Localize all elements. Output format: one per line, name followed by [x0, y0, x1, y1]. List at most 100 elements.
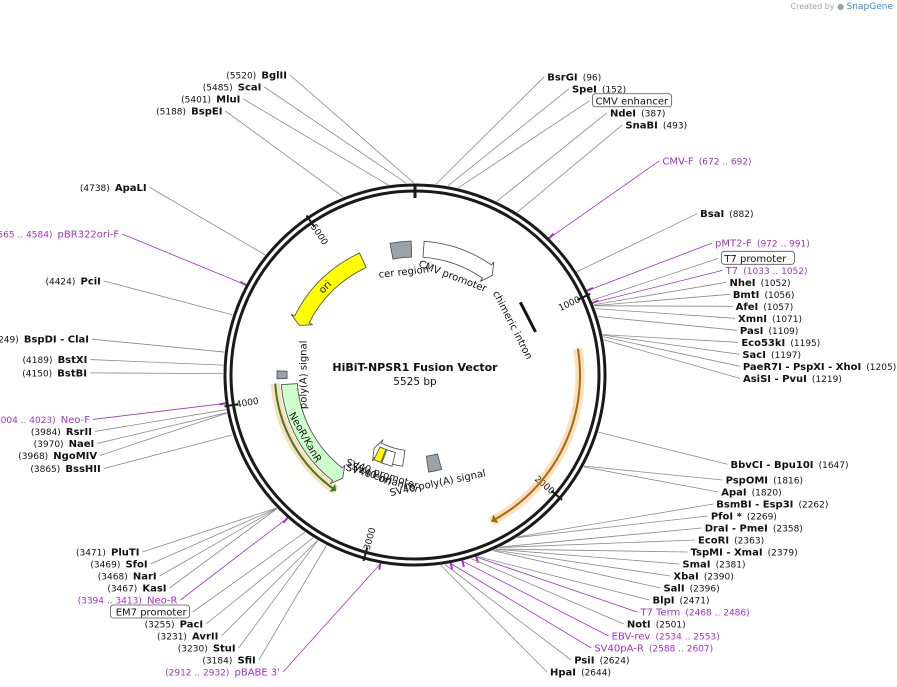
- enzyme-pcii[interactable]: (4424) PciI: [45, 269, 100, 288]
- enzyme-xmni[interactable]: XmnI (1071): [738, 307, 802, 326]
- enzyme-tspmi-xmai[interactable]: TspMI - XmaI (2379): [691, 541, 798, 560]
- feature-shape: [389, 240, 413, 260]
- boxed-em7-promoter[interactable]: EM7 promoter: [110, 604, 191, 619]
- primer-pbabe-3[interactable]: (2912 .. 2932) pBABE 3': [165, 661, 280, 680]
- enzyme-label: AsiSI - PvuI (1219): [743, 367, 842, 386]
- enzyme-paci[interactable]: (3255) PacI: [145, 613, 204, 632]
- enzyme-psii[interactable]: PsiI (2624): [574, 649, 629, 668]
- enzyme-ngomiv[interactable]: (3968) NgoMIV: [18, 444, 97, 463]
- enzyme-eco53ki[interactable]: Eco53kI (1195): [741, 331, 820, 350]
- enzyme-bbvci-bpu10i[interactable]: BbvCI - Bpu10I (1647): [730, 453, 848, 472]
- enzyme-pasi[interactable]: PasI (1109): [740, 319, 799, 338]
- feature-ori[interactable]: [290, 252, 367, 326]
- enzyme-noti[interactable]: NotI (2501): [627, 613, 686, 632]
- enzyme-blpi[interactable]: BlpI (2471): [653, 589, 710, 608]
- enzyme-xbai[interactable]: XbaI (2390): [673, 565, 733, 584]
- enzyme-bspdi-clai[interactable]: (4249) BspDI - ClaI: [0, 328, 89, 347]
- tick-mark: [224, 403, 239, 408]
- enzyme-nhei[interactable]: NheI (1052): [730, 271, 791, 290]
- enzyme-bstxi[interactable]: (4189) BstXI: [23, 348, 88, 367]
- primer-t7-term[interactable]: T7 Term (2468 .. 2486): [639, 601, 749, 620]
- feature-sv40-enhancer[interactable]: [381, 449, 396, 467]
- primer-neo-r[interactable]: (3394 .. 3413) Neo-R: [78, 589, 178, 608]
- primer-label: (4004 .. 4023) Neo-F: [0, 408, 90, 427]
- primer-label: SV40pA-R (2588 .. 2607): [594, 637, 713, 656]
- primer-pmt2-f[interactable]: pMT2-F (972 .. 991): [715, 232, 810, 251]
- boxed-t7-promoter[interactable]: T7 promoter: [720, 250, 795, 265]
- feature-cmv-promoter[interactable]: [422, 240, 495, 282]
- enzyme-bsshii[interactable]: (3865) BssHII: [30, 457, 100, 476]
- enzyme-leader: [516, 124, 623, 213]
- feature-sv40-ori[interactable]: [373, 446, 387, 464]
- primer-ebv-rev[interactable]: EBV-rev (2534 .. 2553): [612, 625, 720, 644]
- enzyme-afei[interactable]: AfeI (1057): [736, 295, 794, 314]
- primer-pbr322ori-f[interactable]: (4565 .. 4584) pBR322ori-F: [0, 222, 119, 241]
- primer-name: Neo-F: [61, 415, 91, 426]
- enzyme-pluti[interactable]: (3471) PluTI: [76, 541, 139, 560]
- feature-chimeric-intron[interactable]: [519, 301, 537, 333]
- feature-neor-kanr[interactable]: [280, 383, 346, 485]
- enzyme-bsrgi[interactable]: BsrGI (96): [547, 65, 601, 84]
- enzyme-name: NheI: [730, 278, 756, 289]
- enzyme-bstbi[interactable]: (4150) BstBI: [22, 361, 87, 380]
- primer-sv40pa-r[interactable]: SV40pA-R (2588 .. 2607): [594, 637, 713, 656]
- primer-cmv-f[interactable]: CMV-F (672 .. 692): [662, 149, 751, 168]
- enzyme-label: SacI (1197): [742, 343, 801, 362]
- boxed-cmv-enhancer[interactable]: CMV enhancer: [592, 93, 673, 108]
- enzyme-drai-pmei[interactable]: DraI - PmeI (2358): [705, 517, 803, 536]
- enzyme-saci[interactable]: SacI (1197): [742, 343, 801, 362]
- enzyme-sfoi[interactable]: (3469) SfoI: [90, 553, 147, 572]
- tick-label: 5000: [308, 223, 329, 248]
- enzyme-apai[interactable]: ApaI (1820): [721, 481, 781, 500]
- feature-label: poly(A) signal: [298, 341, 309, 410]
- enzyme-bglii[interactable]: (5520) BglII: [226, 64, 287, 83]
- enzyme-leader: [493, 549, 671, 577]
- enzyme-snabi[interactable]: SnaBI (493): [625, 113, 687, 132]
- enzyme-bsmbi-esp3i[interactable]: BsmBI - Esp3I (2262): [716, 493, 828, 512]
- enzyme-stui[interactable]: (3230) StuI: [178, 637, 236, 656]
- enzyme-sfii[interactable]: (3184) SfiI: [202, 649, 255, 668]
- enzyme-position: (2501): [656, 621, 686, 631]
- enzyme-paer7i-pspxi-xhoi[interactable]: PaeR7I - PspXI - XhoI (1205): [743, 355, 896, 374]
- primer-mark: [282, 516, 289, 524]
- enzyme-nari[interactable]: (3468) NarI: [98, 565, 157, 584]
- primer-t7[interactable]: T7 (1033 .. 1052): [725, 259, 808, 278]
- enzyme-leader: [225, 110, 344, 198]
- enzyme-scai[interactable]: (5485) ScaI: [203, 76, 262, 95]
- enzyme-bmti[interactable]: BmtI (1056): [733, 283, 795, 302]
- enzyme-naei[interactable]: (3970) NaeI: [34, 432, 95, 451]
- enzyme-hpai[interactable]: HpaI (2644): [550, 661, 611, 680]
- enzyme-apali[interactable]: (4738) ApaLI: [80, 176, 147, 195]
- feature-cer-region[interactable]: [389, 240, 413, 260]
- enzyme-position: (3471): [76, 549, 106, 559]
- enzyme-leader: [517, 515, 708, 538]
- primer-leader: [282, 563, 381, 673]
- feature-label: EM7 promoter: [116, 608, 188, 619]
- enzyme-ecori[interactable]: EcoRI (2363): [698, 529, 764, 548]
- enzyme-position: (1820): [752, 489, 782, 499]
- enzyme-smai[interactable]: SmaI (2381): [682, 553, 745, 572]
- feature-poly-a-signal[interactable]: [276, 370, 288, 380]
- feature-shape: [381, 449, 396, 467]
- enzyme-bspei[interactable]: (5188) BspEI: [156, 100, 222, 119]
- enzyme-asisi-pvui[interactable]: AsiSI - PvuI (1219): [743, 367, 842, 386]
- enzyme-sali[interactable]: SalI (2396): [663, 577, 719, 596]
- enzyme-pfoi[interactable]: PfoI * (2269): [711, 505, 777, 524]
- enzyme-spei[interactable]: SpeI (152): [572, 77, 626, 96]
- primer-leader: [462, 560, 609, 637]
- enzyme-rsrii[interactable]: (3984) RsrII: [31, 420, 92, 439]
- feature-neor-orf[interactable]: [270, 383, 339, 495]
- enzyme-pspomi[interactable]: PspOMI (1816): [726, 469, 803, 488]
- tick-mark: [577, 293, 591, 301]
- primer-neo-f[interactable]: (4004 .. 4023) Neo-F: [0, 408, 90, 427]
- feature-hibit-npsr1-orf[interactable]: [489, 347, 585, 526]
- enzyme-kasi[interactable]: (3467) KasI: [107, 577, 166, 596]
- enzyme-label: (5188) BspEI: [156, 100, 222, 119]
- enzyme-bsai[interactable]: BsaI (882): [700, 202, 753, 221]
- feature-sv40-poly-a-signal[interactable]: [425, 453, 443, 473]
- enzyme-name: BsrGI: [547, 72, 577, 83]
- enzyme-avrii[interactable]: (3231) AvrII: [157, 625, 218, 644]
- enzyme-position: (3865): [30, 465, 60, 475]
- enzyme-mlui[interactable]: (5401) MluI: [181, 88, 240, 107]
- enzyme-ndei[interactable]: NdeI (387): [610, 101, 665, 120]
